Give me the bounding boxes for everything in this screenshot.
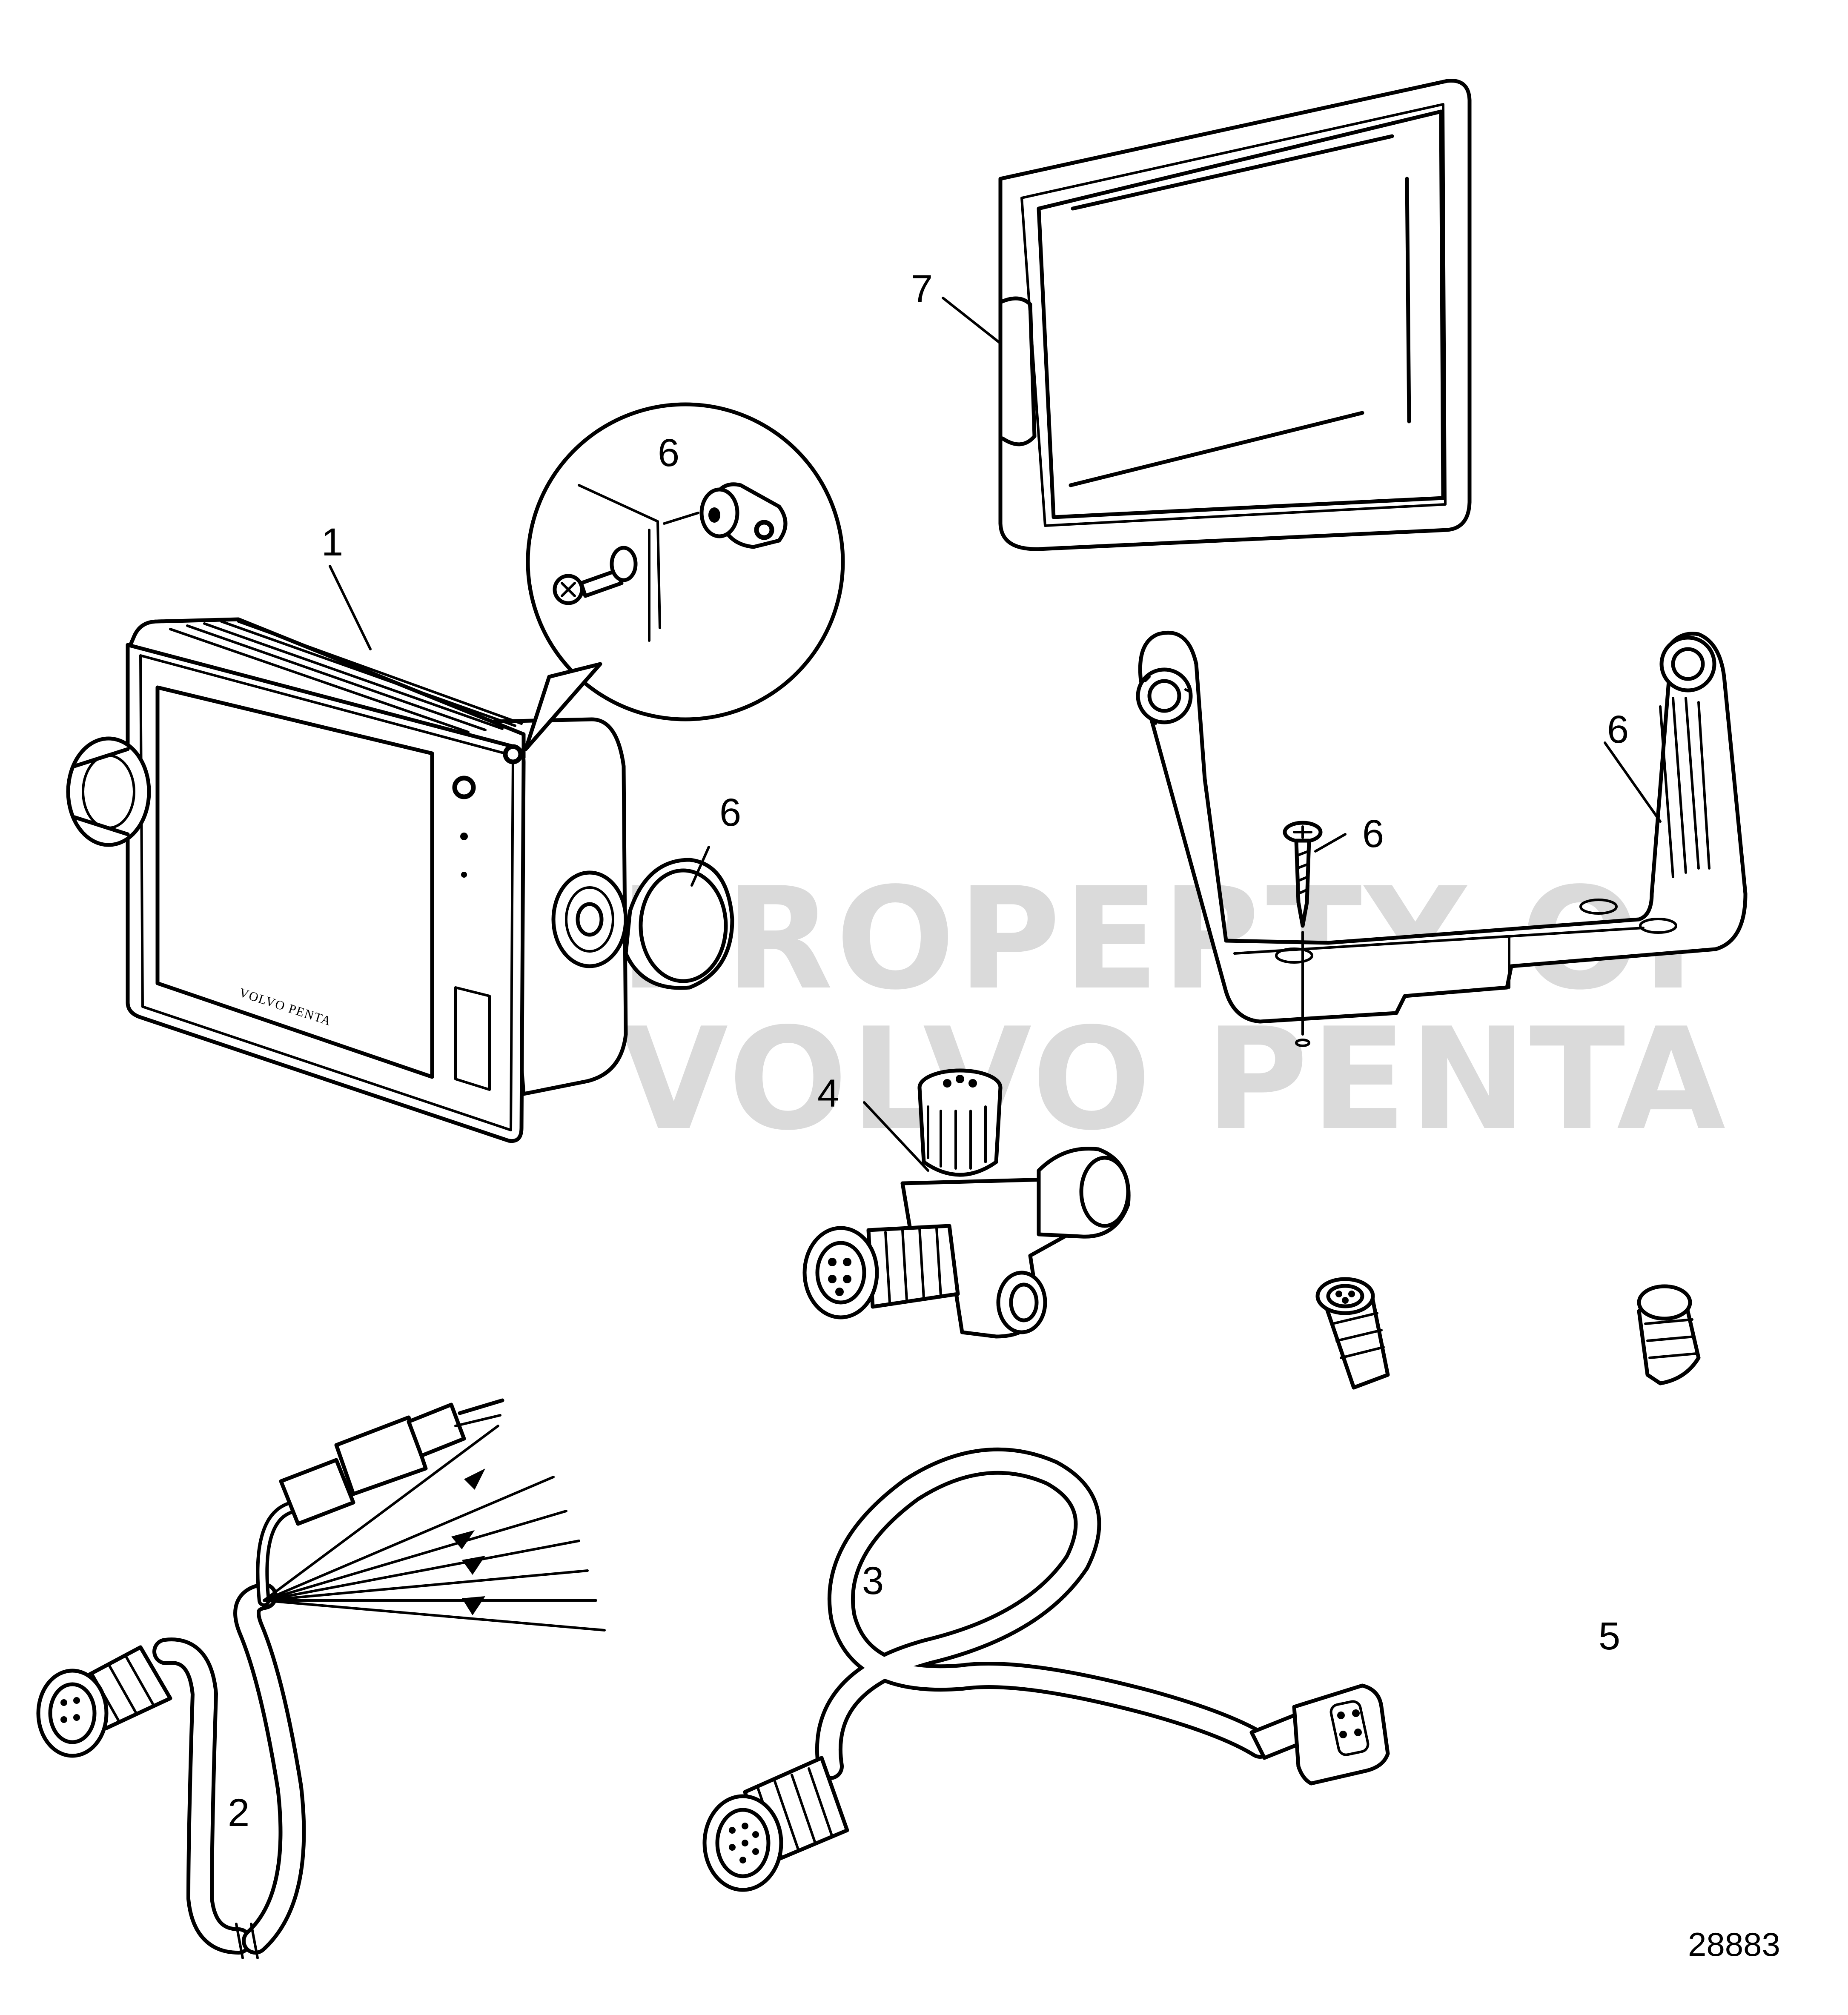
callout-1: 1 bbox=[321, 521, 343, 564]
part-7-sun-cover[interactable]: 7 bbox=[911, 79, 1472, 551]
part-6-knob[interactable]: 6 bbox=[551, 791, 741, 990]
detail-screw bbox=[553, 546, 638, 605]
callout-6-knob: 6 bbox=[719, 791, 741, 834]
wire-arrow-icon bbox=[451, 1530, 475, 1549]
callout-6-bracket: 6 bbox=[1607, 708, 1629, 751]
callout-7: 7 bbox=[911, 267, 933, 311]
reference-number: 28883 bbox=[1688, 1926, 1780, 1963]
corner-screw-icon bbox=[503, 744, 523, 764]
indicator-dot-icon bbox=[461, 872, 467, 878]
callout-3: 3 bbox=[862, 1559, 884, 1603]
detail-nut bbox=[663, 482, 788, 549]
part-2-power-cable[interactable]: 2 bbox=[36, 1398, 606, 1959]
callout-2: 2 bbox=[228, 1791, 249, 1835]
callout-4: 4 bbox=[817, 1072, 839, 1115]
part-6-screw[interactable]: 6 bbox=[1283, 812, 1384, 1047]
callout-5: 5 bbox=[1599, 1614, 1620, 1658]
callout-6-detail: 6 bbox=[658, 431, 679, 475]
part-6-bracket[interactable]: 6 bbox=[1136, 630, 1748, 1024]
watermark: PROPERTY OF VOLVO PENTA bbox=[619, 857, 1738, 1161]
callout-6-screw: 6 bbox=[1362, 812, 1384, 856]
power-button-icon[interactable] bbox=[452, 776, 476, 799]
part-5-drop-cable[interactable]: 5 bbox=[1315, 1277, 1701, 1705]
indicator-dot-icon bbox=[460, 833, 468, 840]
watermark-line-2: VOLVO PENTA bbox=[619, 998, 1728, 1161]
detail-view-fastener: 6 bbox=[524, 402, 845, 751]
part-4-t-connector[interactable]: 4 bbox=[802, 1068, 1131, 1339]
wire-arrow-icon bbox=[462, 1596, 485, 1615]
wire-arrow-icon bbox=[462, 1556, 485, 1575]
heat-sink-fins bbox=[169, 620, 523, 733]
wire-arrow-icon bbox=[464, 1468, 485, 1490]
left-knob[interactable] bbox=[66, 736, 151, 847]
part-3-adapter-cable[interactable]: 3 bbox=[702, 1447, 1390, 1892]
